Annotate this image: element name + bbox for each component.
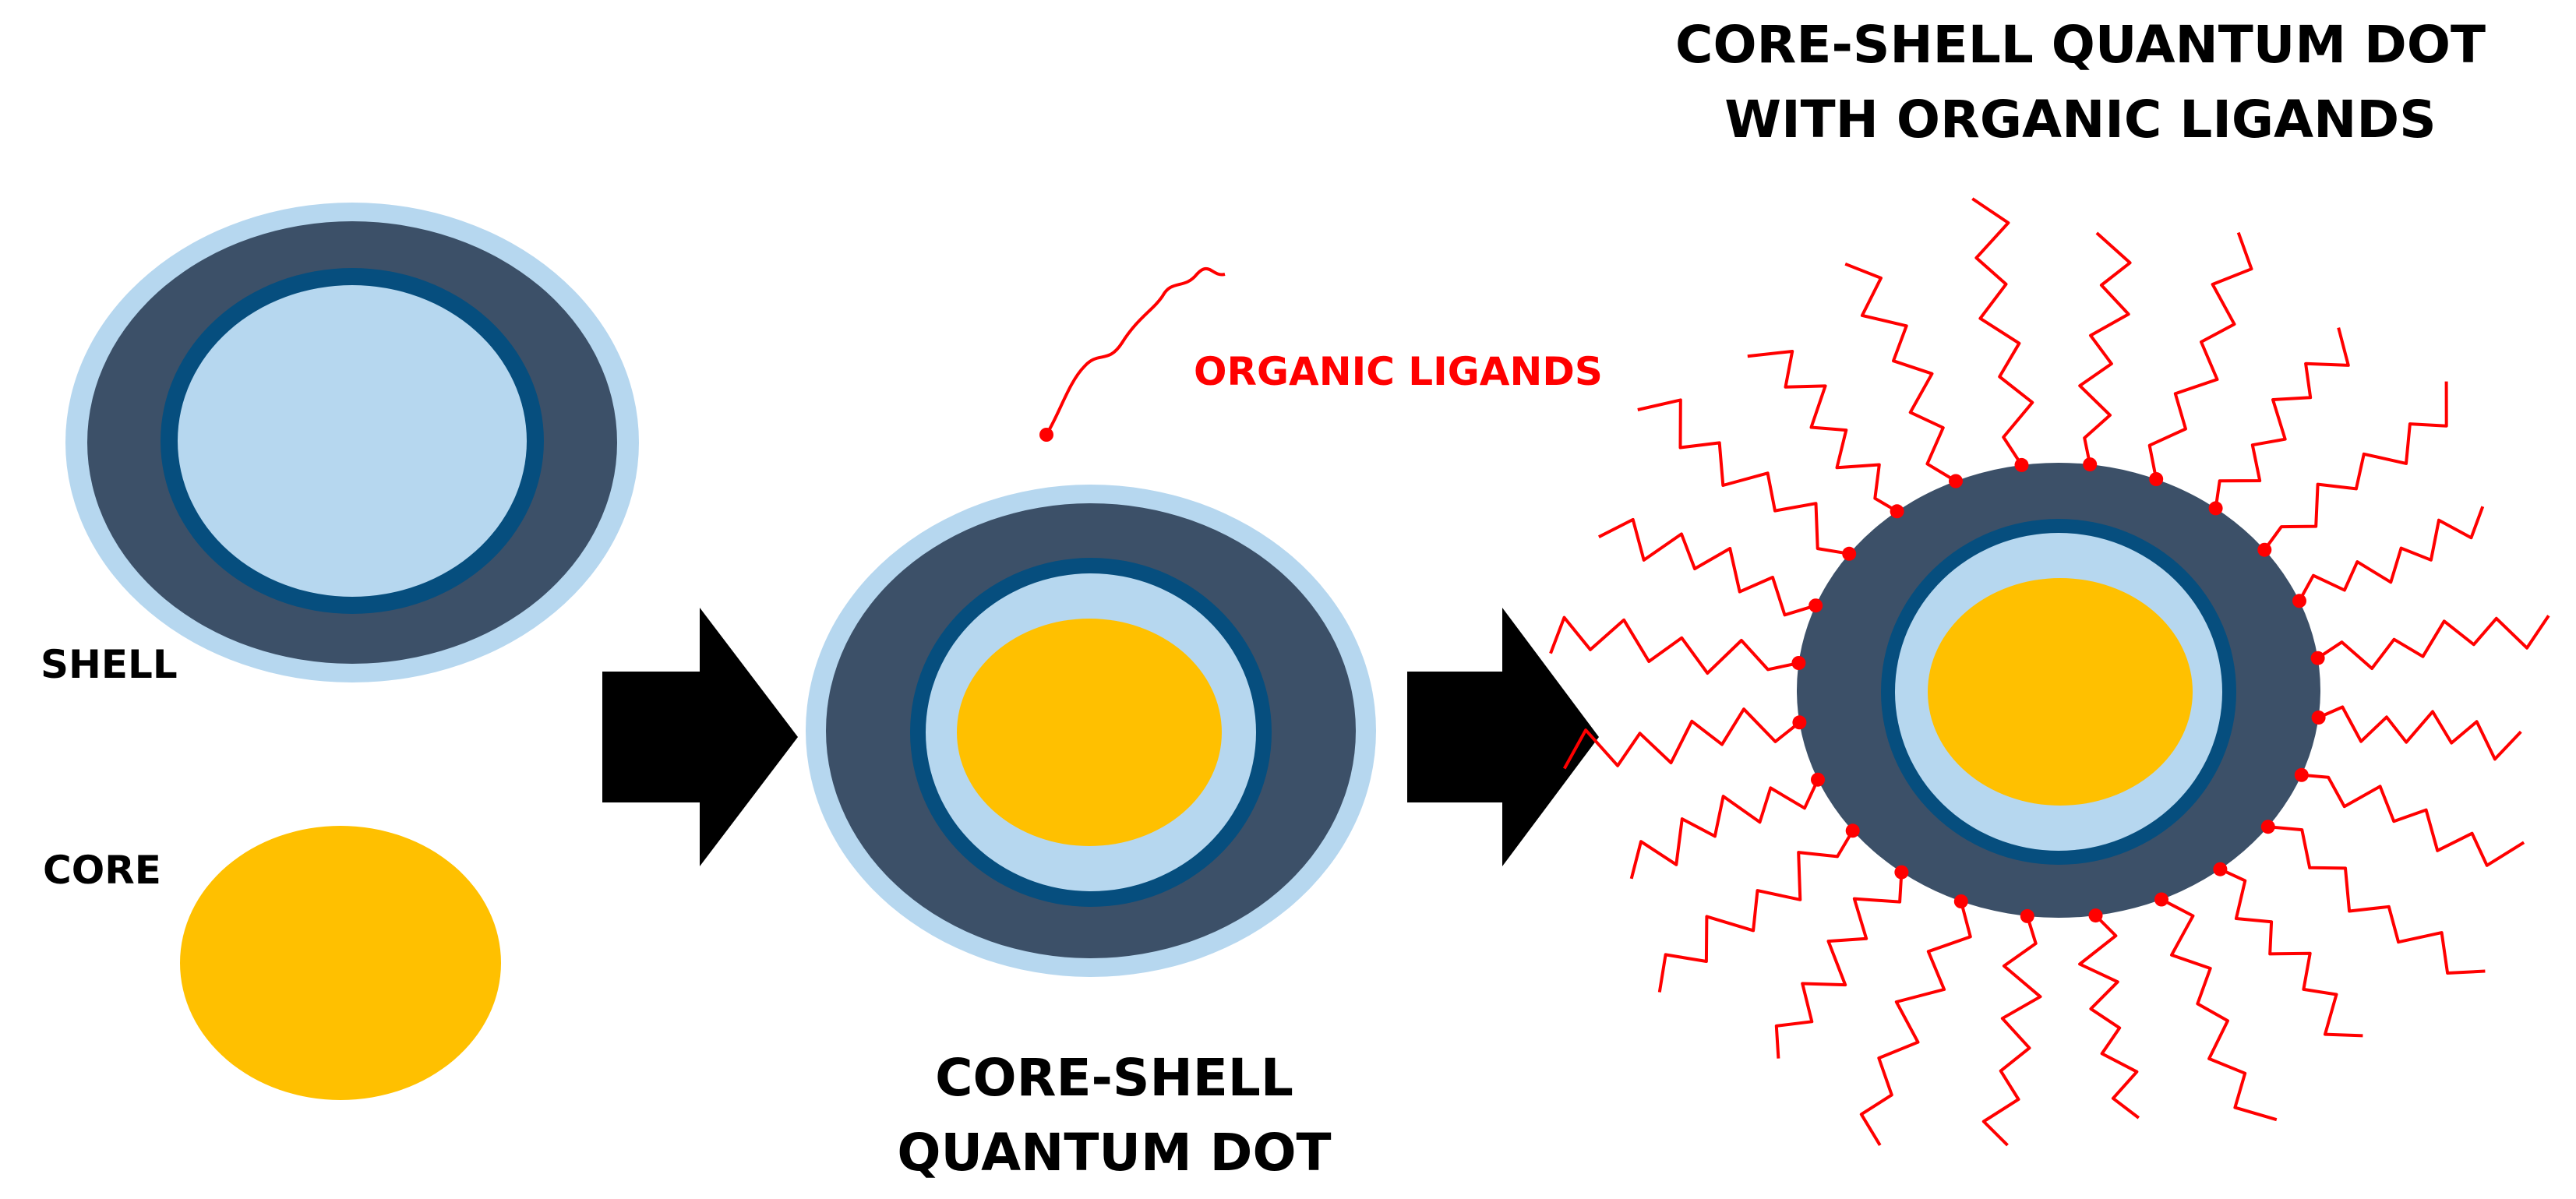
ligand-anchor-dot <box>1949 474 1963 488</box>
ligand-strand <box>2267 825 2486 975</box>
ligand-strand <box>2214 327 2350 509</box>
ligand-anchor-dot <box>2014 457 2029 472</box>
ligand-strand <box>1774 872 1904 1059</box>
ligand-strand <box>1844 262 1957 483</box>
core-particle <box>180 826 501 1100</box>
shell-particle <box>65 203 639 682</box>
ligand-strand <box>2317 615 2550 670</box>
title-line-2: QUANTUM DOT <box>897 1123 1332 1183</box>
ligand-anchor-dot <box>2260 820 2275 834</box>
core-shell-quantum-dot-title: CORE-SHELL QUANTUM DOT <box>803 1041 1426 1190</box>
ligand-anchor-dot <box>1808 598 1823 613</box>
ligand-anchor-dot <box>1953 894 1968 908</box>
ligand-anchor-dot <box>1894 865 1909 880</box>
ligand-anchor-dot <box>1811 772 1825 787</box>
ligand-strand <box>2078 231 2132 465</box>
ligand-anchor-dot <box>2311 711 2326 725</box>
ligand-strand <box>1549 615 1799 675</box>
quantum-dot-with-ligands-title: CORE-SHELL QUANTUM DOT WITH ORGANIC LIGA… <box>1597 8 2564 157</box>
title-line-1: CORE-SHELL QUANTUM DOT <box>1675 15 2486 75</box>
ligand-anchor-dot <box>2208 501 2223 516</box>
ligand-strand <box>1657 830 1854 993</box>
ligand-anchor-dot <box>2020 908 2034 923</box>
ligand-anchor-dot <box>2154 892 2168 907</box>
ligand-strand <box>2078 914 2140 1120</box>
arrow-right-1 <box>602 608 798 866</box>
ligand-strand <box>1747 350 1898 513</box>
title-line-1: CORE-SHELL <box>935 1048 1293 1108</box>
ligand-strand <box>2161 897 2278 1122</box>
ligand-strand <box>2317 705 2522 761</box>
core-label: CORE <box>43 848 161 893</box>
ligand-anchor-dot <box>2149 472 2164 486</box>
core-shell-quantum-dot <box>806 485 1376 977</box>
quantum-dot-with-ligands <box>1797 463 2320 918</box>
ligand-anchor-dot <box>2292 594 2306 608</box>
ligand-example <box>1039 266 1226 442</box>
ligand-anchor-dot <box>1890 504 1904 519</box>
ligand-anchor-dot <box>2310 651 2325 665</box>
ligand-anchor-dot <box>1845 823 1860 838</box>
ligand-strand <box>2298 506 2485 602</box>
ligand-strand <box>1629 778 1819 880</box>
ligand-anchor-dot <box>1791 656 1806 670</box>
ligand-strand <box>1971 197 2034 466</box>
ligand-strand <box>2147 231 2253 480</box>
arrow-right-2 <box>1407 608 1599 866</box>
ligand-anchor-dot <box>2088 908 2103 923</box>
ligand-anchor-dot <box>2213 862 2228 876</box>
ligand-anchor-dot <box>2257 542 2272 557</box>
ligand-anchor-dot <box>1792 715 1807 730</box>
ligand-strand <box>1981 915 2042 1147</box>
organic-ligand-strands <box>1549 197 2550 1147</box>
ligand-anchor-dot <box>1842 546 1857 561</box>
ligand-anchor-dots <box>1791 457 2326 923</box>
title-line-2: WITH ORGANIC LIGANDS <box>1724 90 2437 150</box>
ligand-anchor-dot <box>2294 767 2309 782</box>
ligand-anchor-dot <box>2083 457 2098 472</box>
ligand-strand <box>1637 398 1850 555</box>
ligand-strand <box>1859 901 1972 1147</box>
ligand-strand <box>1562 707 1801 770</box>
ligand-strand <box>2263 381 2448 551</box>
organic-ligands-label: ORGANIC LIGANDS <box>1194 349 1603 394</box>
shell-label: SHELL <box>41 642 178 687</box>
ligand-strand <box>2219 867 2363 1038</box>
ligand-strand <box>1597 517 1816 617</box>
ligand-strand <box>2301 773 2525 867</box>
